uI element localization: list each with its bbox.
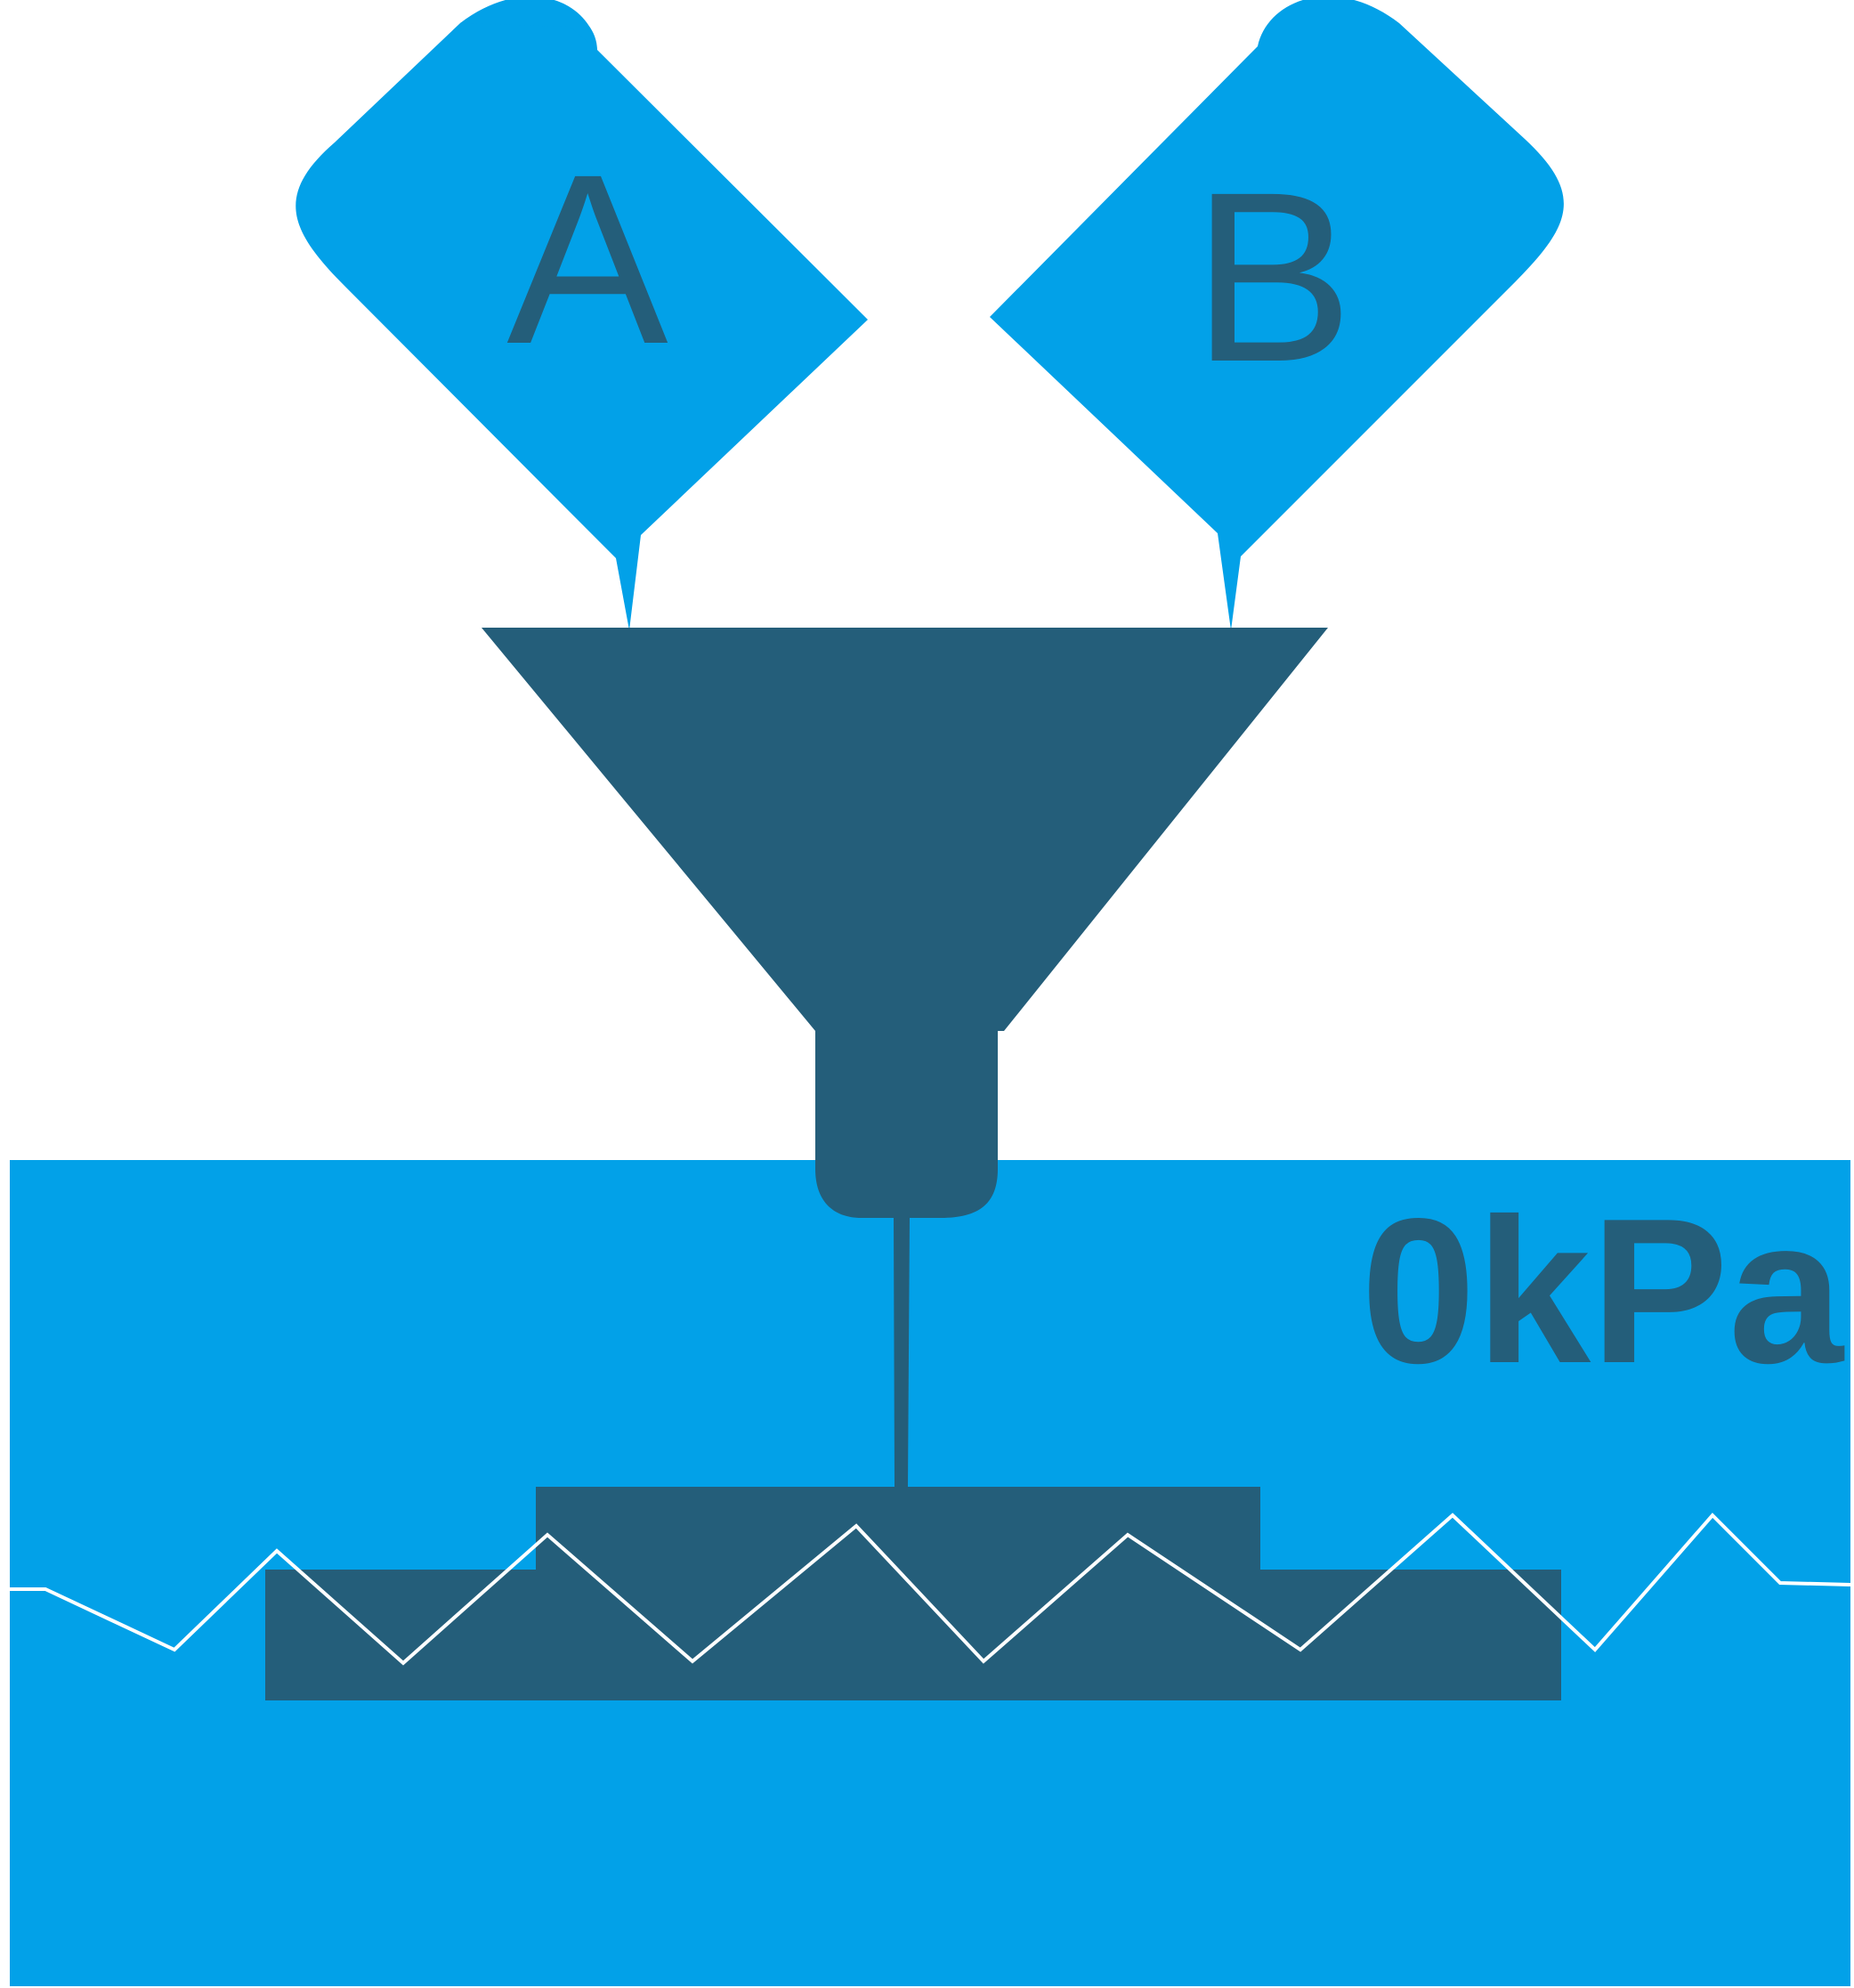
- label-a: A: [506, 124, 669, 394]
- mold-platform: [265, 1487, 1561, 1700]
- signal-line: [10, 1513, 1851, 1666]
- mixing-funnel: [482, 628, 1328, 1487]
- label-b: B: [1192, 142, 1353, 412]
- container-a: [296, 0, 868, 630]
- pressure-readout: 0kPa: [1361, 1176, 1845, 1407]
- container-a-cap: [460, 1, 597, 50]
- container-b: [990, 0, 1564, 630]
